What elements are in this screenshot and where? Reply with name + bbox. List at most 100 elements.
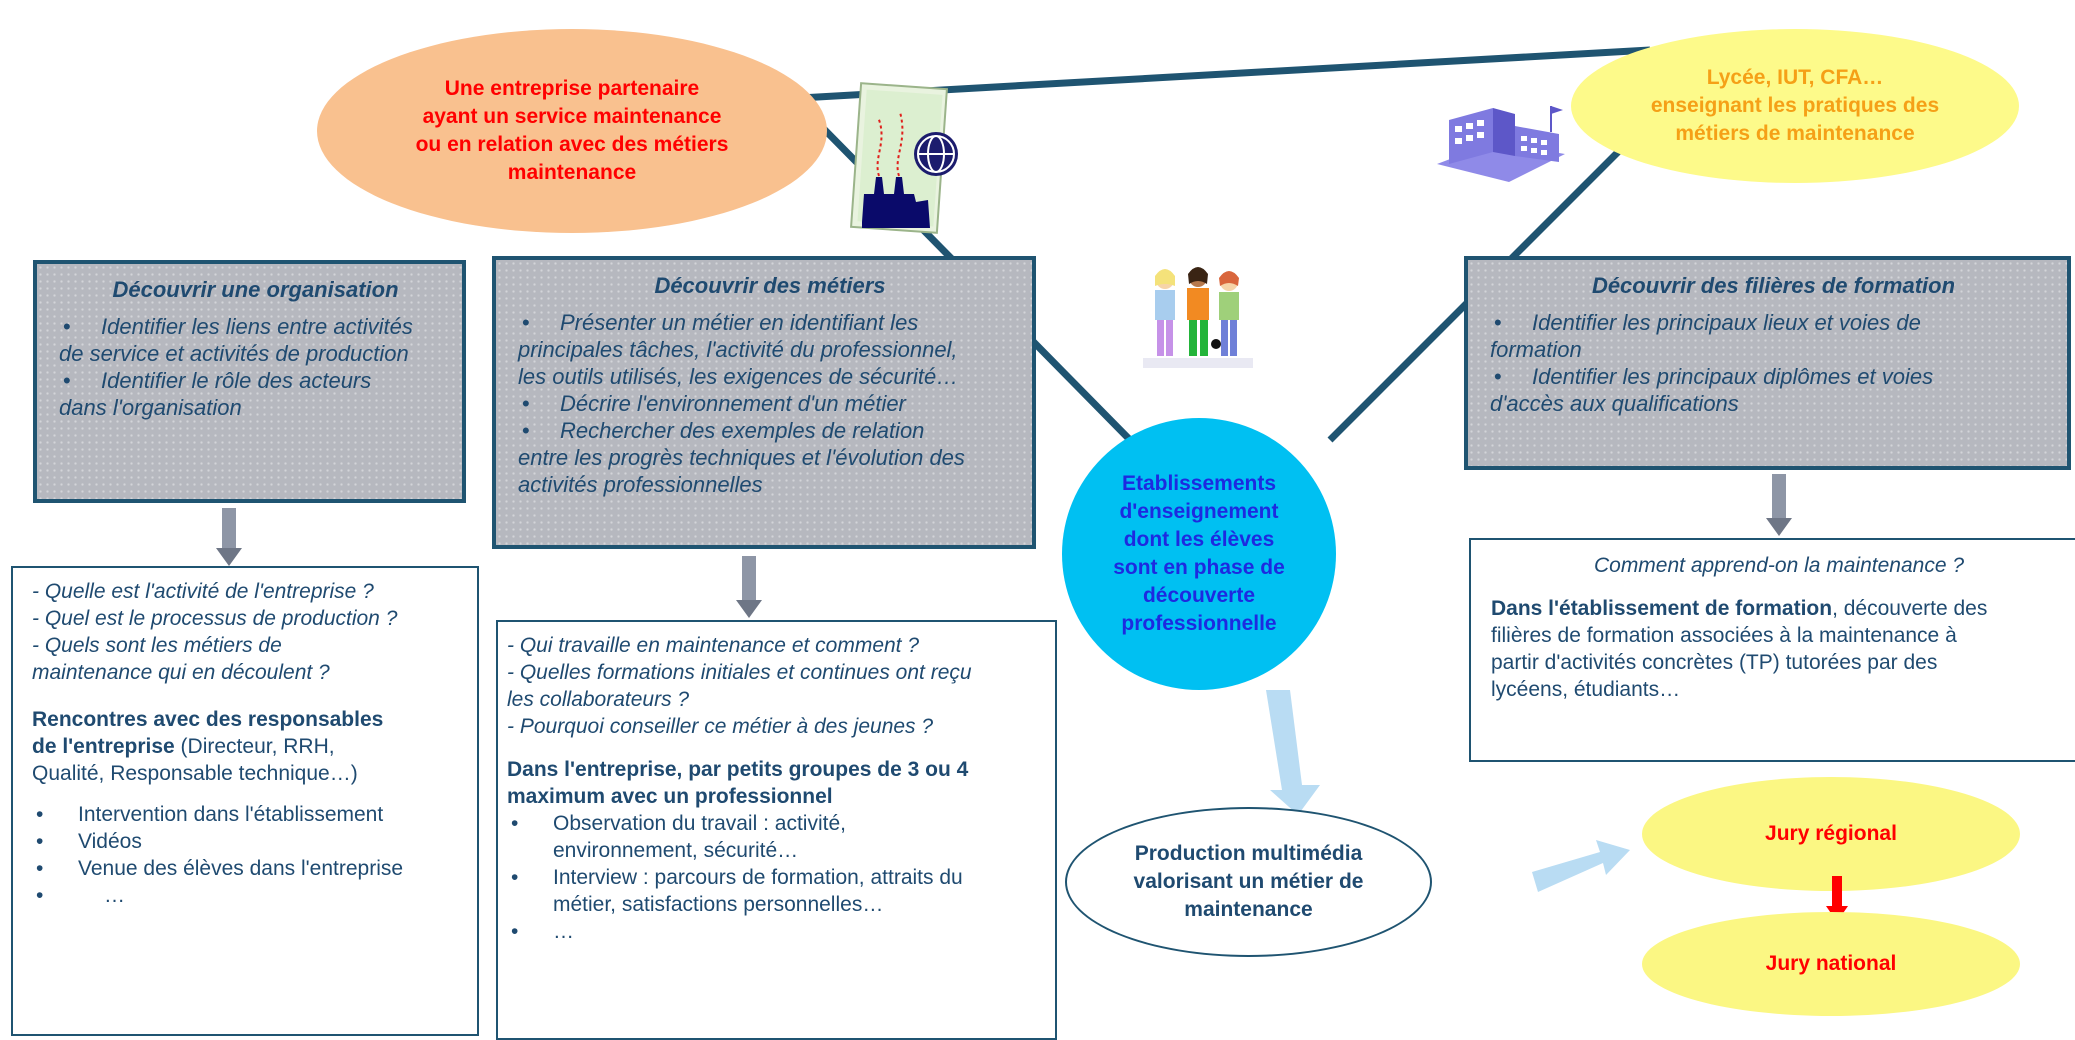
- list-item: Interview : parcours de formation, attra…: [507, 864, 1045, 918]
- partner-line: ayant un service maintenance: [422, 105, 722, 128]
- bullet-icon: •: [1494, 310, 1502, 335]
- bullet-text: les outils utilisés, les exigences de sé…: [518, 364, 959, 389]
- jury-national-ellipse: Jury national: [1642, 912, 2020, 1016]
- list-item: Intervention dans l'établissement: [32, 801, 467, 828]
- heading-rest: Qualité, Responsable technique…): [32, 762, 358, 785]
- bullet-item: • Identifier les principaux lieux et voie…: [1490, 309, 2057, 363]
- description-text: partir d'activités concrètes (TP) tutoré…: [1491, 651, 1938, 674]
- list-item: Venue des élèves dans l'entreprise: [32, 855, 467, 882]
- bullet-text: de service et activités de production: [59, 341, 409, 366]
- heading-bold: Rencontres avec des responsables: [32, 708, 384, 731]
- bullet-item: • Identifier les liens entre activités de…: [59, 313, 452, 367]
- bullet-text: dans l'organisation: [59, 395, 242, 420]
- bullet-item: •Présenter un métier en identifiant les …: [518, 309, 1022, 390]
- school-ellipse: Lycée, IUT, CFA… enseignant les pratique…: [1571, 29, 2019, 183]
- bullet-text: formation: [1490, 337, 1582, 362]
- training-details-box: Comment apprend-on la maintenance ? Dans…: [1469, 538, 2075, 762]
- box-title: Découvrir des métiers: [654, 273, 886, 298]
- question-text: maintenance qui en découlent ?: [32, 661, 330, 684]
- question-text: - Quelle est l'activité de l'entreprise …: [32, 580, 374, 603]
- discover-training-box: Découvrir des filières de formation • Ide…: [1464, 256, 2071, 470]
- training-down-arrow-icon: [1766, 474, 1792, 536]
- jury-regional-ellipse: Jury régional: [1642, 777, 2020, 891]
- bullet-icon: •: [522, 310, 530, 335]
- bullet-text: activités professionnelles: [518, 472, 763, 497]
- production-line: maintenance: [1184, 898, 1313, 921]
- organisation-down-arrow-icon: [216, 508, 242, 566]
- heading-bold: maximum avec un professionnel: [507, 785, 833, 808]
- bullet-icon: •: [63, 314, 71, 339]
- bullet-item: • Rechercher des exemples de relation ent…: [518, 417, 1022, 498]
- bullet-text: Identifier le rôle des acteurs: [101, 368, 372, 393]
- center-line: Etablissements: [1121, 472, 1277, 495]
- list-item: Observation du travail : activité, envir…: [507, 810, 1045, 864]
- question-text: Comment apprend-on la maintenance ?: [1593, 554, 1965, 577]
- factory-globe-icon: [848, 82, 966, 234]
- list-item: Vidéos: [32, 828, 467, 855]
- bullet-item: • Identifier le rôle des acteurs dans l'o…: [59, 367, 452, 421]
- list-item: …: [507, 918, 1045, 945]
- list-item: …: [32, 882, 467, 909]
- question-text: - Quel est le processus de production ?: [32, 607, 398, 630]
- list-item-text: …: [553, 920, 574, 943]
- bullet-item: • Identifier les principaux diplômes et v…: [1490, 363, 2057, 417]
- bullet-text: Rechercher des exemples de relation: [560, 418, 925, 443]
- list-item-text: Interview : parcours de formation, attra…: [553, 866, 963, 889]
- list-item-text: environnement, sécurité…: [553, 839, 799, 862]
- production-ellipse: Production multimédia valorisant un méti…: [1065, 807, 1432, 957]
- students-icon: [1143, 262, 1253, 370]
- center-line: sont en phase de: [1113, 556, 1285, 579]
- description-text: filières de formation associées à la mai…: [1491, 624, 1957, 647]
- school-line: métiers de maintenance: [1675, 122, 1915, 145]
- partner-line: Une entreprise partenaire: [444, 77, 700, 100]
- discover-organisation-box: Découvrir une organisation • Identifier l…: [33, 260, 466, 503]
- heading-bold: de l'entreprise: [32, 735, 175, 758]
- bullet-icon: •: [522, 391, 530, 416]
- training-description: Dans l'établissement de formation, décou…: [1491, 595, 2067, 703]
- bullet-text: d'accès aux qualifications: [1490, 391, 1739, 416]
- question-text: - Quels sont les métiers de: [32, 634, 282, 657]
- jobs-details-box: - Qui travaille en maintenance et commen…: [496, 620, 1057, 1040]
- description-text: , découverte des: [1832, 597, 1988, 620]
- bullet-icon: •: [522, 418, 530, 443]
- box-title: Découvrir une organisation: [112, 277, 399, 302]
- question-text: - Qui travaille en maintenance et commen…: [507, 634, 920, 657]
- question-text: - Quelles formations initiales et contin…: [507, 661, 972, 684]
- discover-jobs-box: Découvrir des métiers • Présenter un méti…: [492, 256, 1036, 549]
- bullet-text: Décrire l'environnement d'un métier: [560, 391, 906, 416]
- bullet-text: Identifier les liens entre activités: [101, 314, 413, 339]
- bullet-text: entre les progrès techniques et l'évolut…: [518, 445, 965, 470]
- bullet-icon: •: [1494, 364, 1502, 389]
- box-title: Découvrir des filières de formation: [1591, 273, 1956, 298]
- bullet-text: Identifier les principaux lieux et voies…: [1532, 310, 1921, 335]
- school-building-icon: [1435, 102, 1567, 186]
- heading-normal: (Directeur, RRH,: [174, 735, 335, 758]
- list-item-text: métier, satisfactions personnelles…: [553, 893, 884, 916]
- center-line: d'enseignement: [1119, 500, 1279, 523]
- production-line: Production multimédia: [1134, 842, 1363, 865]
- school-line: Lycée, IUT, CFA…: [1706, 66, 1884, 89]
- organisation-details-box: - Quelle est l'activité de l'entreprise …: [11, 566, 479, 1036]
- school-line: enseignant les pratiques des: [1650, 94, 1940, 117]
- bullet-icon: •: [63, 368, 71, 393]
- list-item-text: Observation du travail : activité,: [553, 812, 846, 835]
- production-line: valorisant un métier de: [1133, 870, 1364, 893]
- jobs-down-arrow-icon: [736, 556, 762, 618]
- question-text: - Pourquoi conseiller ce métier à des je…: [507, 715, 934, 738]
- jury-regional-label: Jury régional: [1765, 822, 1897, 845]
- question-text: les collaborateurs ?: [507, 688, 690, 711]
- center-line: professionnelle: [1121, 612, 1277, 635]
- bullet-text: principales tâches, l'activité du profes…: [518, 337, 958, 362]
- partner-company-ellipse: Une entreprise partenaire ayant un servi…: [317, 29, 827, 233]
- bullet-item: • Décrire l'environnement d'un métier: [518, 390, 1022, 417]
- center-line: dont les élèves: [1123, 528, 1275, 551]
- bullet-text: Présenter un métier en identifiant les: [560, 310, 919, 335]
- partner-line: ou en relation avec des métiers: [415, 133, 729, 156]
- bullet-text: Identifier les principaux diplômes et vo…: [1532, 364, 1934, 389]
- jury-national-label: Jury national: [1765, 952, 1897, 975]
- center-to-production-arrow: [1266, 690, 1320, 815]
- production-to-jury-arrow: [1532, 840, 1630, 892]
- center-line: découverte: [1142, 584, 1256, 607]
- meeting-heading: Rencontres avec des responsables de l'en…: [32, 706, 467, 787]
- partner-line: maintenance: [507, 161, 637, 184]
